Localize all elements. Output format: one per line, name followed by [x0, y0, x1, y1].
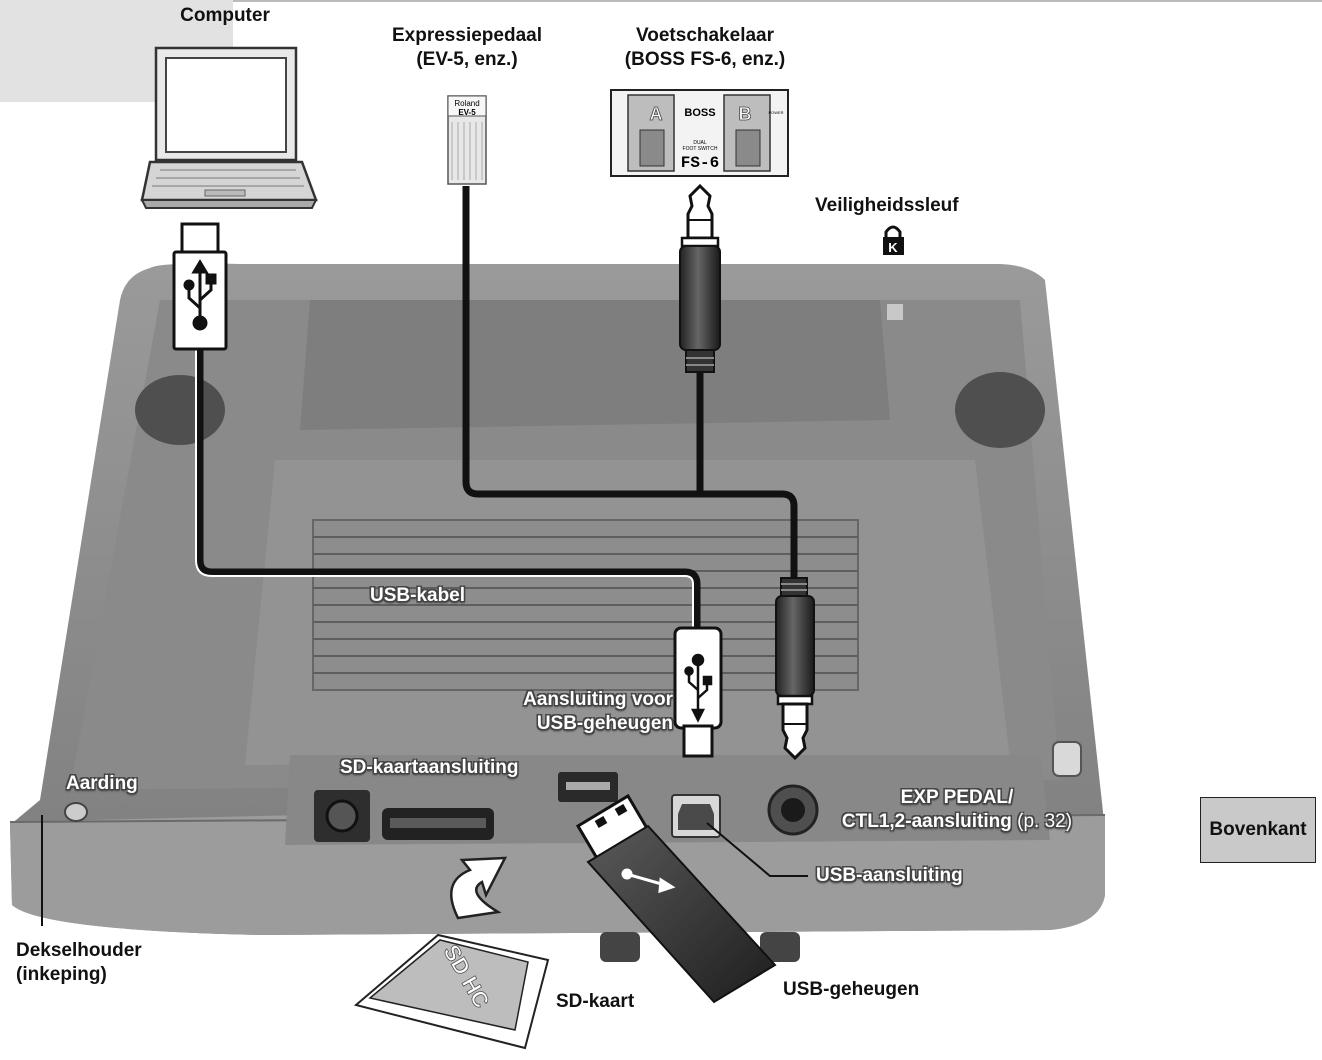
label-expression-pedal-line2: (EV-5, enz.) — [416, 48, 518, 70]
label-expression-pedal-line1: Expressiepedaal — [392, 25, 542, 46]
label-exp-pedal-jack: EXP PEDAL/ CTL1,2-aansluiting (p. 32) — [822, 786, 1092, 834]
usb-b-plug — [673, 626, 723, 758]
ev5-pedal: Roland EV-5 — [447, 95, 487, 185]
top-side-box: Bovenkant — [1200, 797, 1316, 863]
fs6-footswitch: A B BOSS DUAL FOOT SWITCH FS-6 POWER — [610, 89, 789, 177]
usb-cable-line — [196, 350, 701, 630]
fs6-model: FS-6 — [681, 154, 719, 172]
exp-cable-line — [462, 186, 798, 580]
label-usb-memory-port: Aansluiting voor USB-geheugen — [503, 688, 673, 736]
cables — [196, 186, 798, 630]
usb-port-leader — [706, 822, 808, 877]
label-security-slot: Veiligheidssleuf — [815, 195, 959, 216]
label-exp-pedal-jack-line1: EXP PEDAL/ — [900, 787, 1014, 808]
usb-a-plug — [172, 222, 228, 351]
label-cover-holder-line1: Dekselhouder — [16, 940, 142, 961]
label-footswitch-line2: (BOSS FS-6, enz.) — [624, 48, 786, 70]
ev5-brand: Roland — [454, 99, 479, 108]
device-body — [9, 263, 1106, 962]
label-sd-card: SD-kaart — [556, 991, 635, 1012]
label-footswitch-line1: Voetschakelaar — [635, 25, 774, 46]
label-cover-holder-line2: (inkeping) — [16, 963, 107, 985]
insert-arrow — [450, 856, 508, 920]
usb-memory-stick — [575, 793, 777, 1004]
svg-text:K: K — [888, 240, 898, 255]
label-usb-port: USB-aansluiting — [816, 865, 963, 886]
label-usb-memory: USB-geheugen — [783, 979, 920, 1000]
fs6-sub1: DUAL — [693, 140, 707, 146]
label-usb-memory-port-line2: USB-geheugen — [536, 712, 673, 734]
sd-card: SD HC — [353, 933, 550, 1050]
label-cover-holder: Dekselhouder (inkeping) — [16, 939, 142, 987]
fs6-sub2: FOOT SWITCH — [683, 146, 718, 152]
label-usb-memory-port-line1: Aansluiting voor — [523, 689, 673, 710]
ev5-model: EV-5 — [458, 108, 476, 117]
label-sd-slot: SD-kaartaansluiting — [340, 757, 519, 778]
fs6-a-label: A — [650, 104, 663, 124]
fs6-power: POWER — [768, 110, 783, 115]
trs-plug-top — [679, 183, 721, 373]
label-exp-pedal-jack-ref[interactable]: (p. 32) — [1017, 810, 1073, 832]
label-computer: Computer — [180, 5, 270, 26]
fs6-b-label: B — [739, 104, 752, 124]
label-expression-pedal: Expressiepedaal (EV-5, enz.) — [372, 24, 562, 72]
label-ground: Aarding — [66, 773, 138, 794]
label-exp-pedal-jack-line2: CTL1,2-aansluiting — [841, 810, 1012, 832]
label-footswitch: Voetschakelaar (BOSS FS-6, enz.) — [605, 24, 805, 72]
laptop — [140, 46, 318, 209]
fs6-brand: BOSS — [684, 107, 715, 119]
ground-screw — [64, 802, 88, 822]
label-usb-cable: USB-kabel — [370, 585, 466, 606]
security-lock-icon: K — [883, 225, 904, 255]
trs-plug-bottom — [775, 577, 815, 761]
